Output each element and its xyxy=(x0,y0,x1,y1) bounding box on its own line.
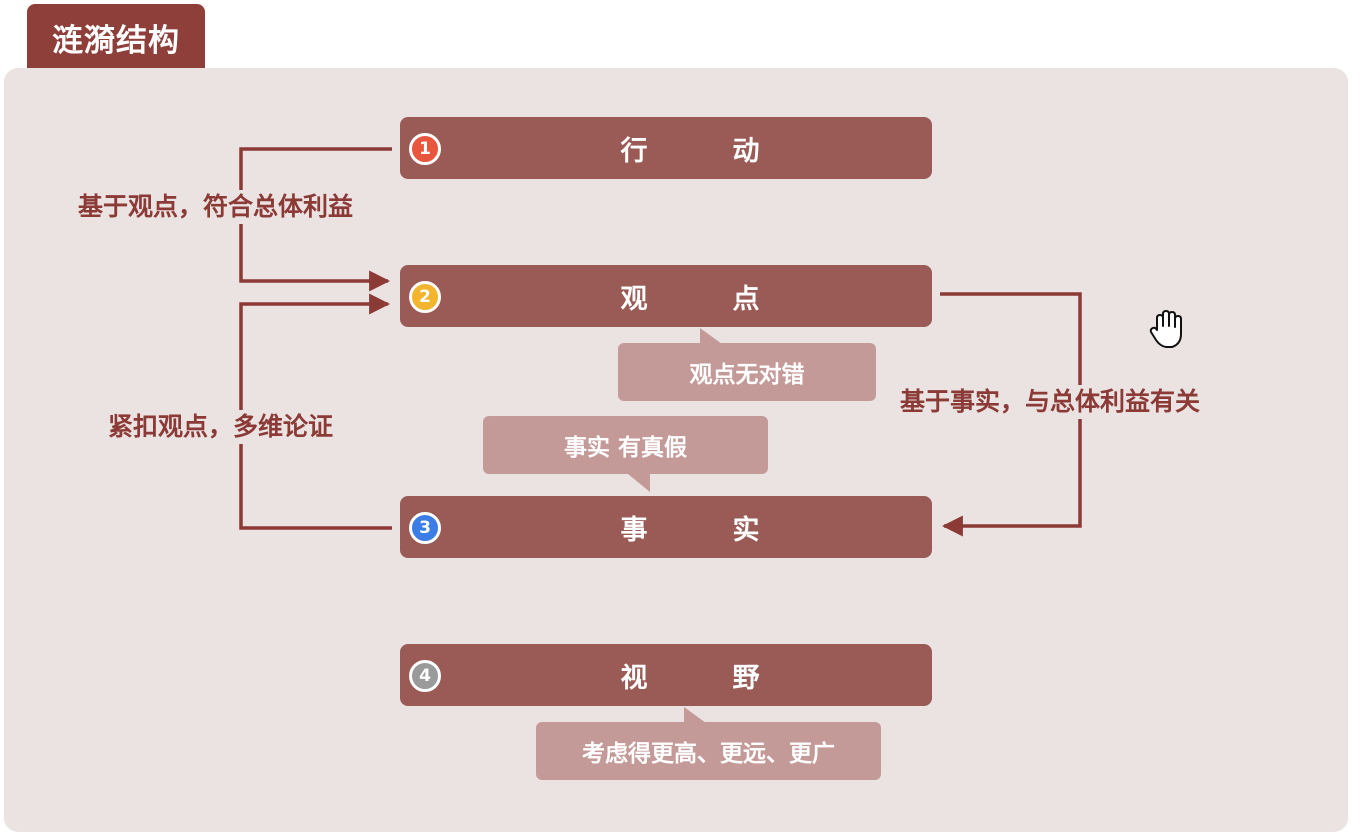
note-tail xyxy=(684,707,706,723)
connector-label-viewpoint-to-fact: 基于事实，与总体利益有关 xyxy=(896,385,1205,419)
step-label-char: 野 xyxy=(732,662,760,694)
note-tail xyxy=(700,328,722,344)
hand-cursor-icon xyxy=(1149,310,1182,348)
connector-label-fact-to-viewpoint: 紧扣观点，多维论证 xyxy=(104,410,338,444)
step-number-badge: 3 xyxy=(409,512,441,544)
connector-label-action-to-viewpoint: 基于观点，符合总体利益 xyxy=(74,190,358,224)
section-title: 涟漪结构 xyxy=(27,4,205,70)
step-label-char: 观 xyxy=(620,283,648,315)
step-label-char: 点 xyxy=(732,283,760,315)
viewpoint-note: 观点无对错 xyxy=(618,343,876,401)
step-label-char: 视 xyxy=(620,662,648,694)
step-label-char: 行 xyxy=(620,135,648,167)
step-box-action: 1 行 动 xyxy=(400,117,932,179)
vision-note: 考虑得更高、更远、更广 xyxy=(536,722,881,780)
step-number-badge: 4 xyxy=(409,660,441,692)
step-label-char: 实 xyxy=(732,514,760,546)
step-number-badge: 1 xyxy=(409,133,441,165)
fact-note: 事实 有真假 xyxy=(483,416,768,474)
note-tail xyxy=(628,474,650,492)
step-number-badge: 2 xyxy=(409,281,441,313)
step-label-char: 事 xyxy=(620,514,648,546)
step-label-char: 动 xyxy=(732,135,760,167)
step-box-fact: 3 事 实 xyxy=(400,496,932,558)
step-box-viewpoint: 2 观 点 xyxy=(400,265,932,327)
step-box-vision: 4 视 野 xyxy=(400,644,932,706)
